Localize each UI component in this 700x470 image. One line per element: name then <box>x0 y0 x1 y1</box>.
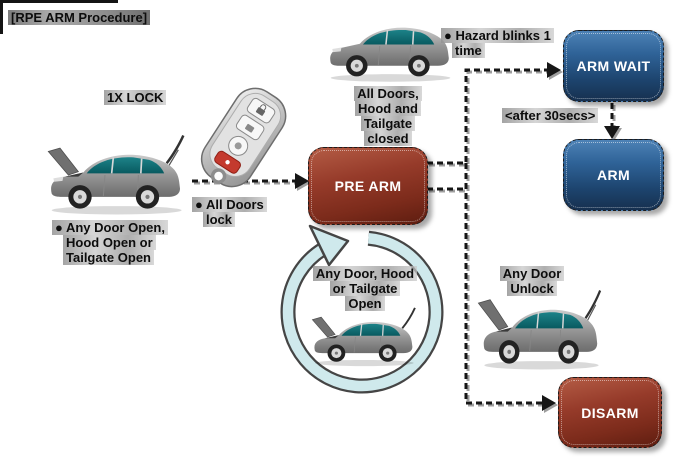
label-any-door-unlock: Any Door Unlock <box>486 266 578 296</box>
car-hood-open-image <box>477 290 602 370</box>
label-any-door-open: ● Any Door Open, Hood Open or Tailgate O… <box>52 220 168 265</box>
loop-arrowhead <box>308 224 350 267</box>
label-loop-condition: Any Door, Hood or Tailgate Open <box>302 266 428 311</box>
node-arm-wait: ARM WAIT <box>563 30 664 102</box>
node-arm-wait-label: ARM WAIT <box>576 58 651 74</box>
open-tailgate <box>165 135 185 165</box>
label-after-30secs: <after 30secs> <box>502 108 599 123</box>
car-closed-image <box>330 27 451 82</box>
node-disarm-label: DISARM <box>581 404 639 421</box>
open-hood <box>47 147 80 176</box>
car-windows <box>86 157 165 174</box>
label-all-doors-lock: ● All Doors lock <box>192 197 267 227</box>
wheels <box>327 344 397 362</box>
wheels <box>346 55 430 77</box>
wheels <box>68 185 160 209</box>
wheels <box>498 340 579 364</box>
frame-edge-artifact <box>0 0 3 34</box>
node-arm-label: ARM <box>596 167 631 183</box>
label-tx-lock: 1X LOCK <box>104 90 167 105</box>
loop-arrow-icon <box>280 224 444 394</box>
node-pre-arm-label: PRE ARM <box>334 178 402 194</box>
node-arm: ARM <box>563 139 664 211</box>
car-hood-open-image <box>311 307 416 367</box>
label-hazard-blinks: ● Hazard blinks 1 time <box>441 28 554 58</box>
frame-edge-artifact <box>0 0 118 3</box>
node-disarm: DISARM <box>558 377 662 448</box>
fob-keyring-hole <box>210 168 227 184</box>
car-windows <box>362 29 435 45</box>
car-hood-open-image <box>47 135 185 215</box>
node-pre-arm: PRE ARM <box>308 147 428 225</box>
key-fob-remote <box>200 87 287 188</box>
label-all-closed: All Doors, Hood and Tailgate closed <box>328 86 448 146</box>
page-title: [RPE ARM Procedure] <box>8 10 151 25</box>
